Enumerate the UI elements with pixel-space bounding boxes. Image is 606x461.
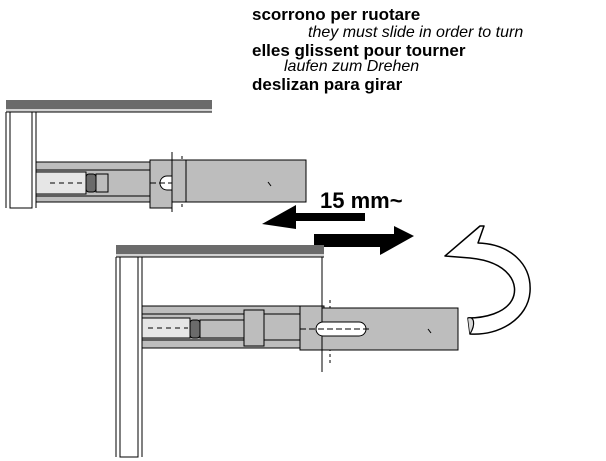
bottom-assembly — [115, 245, 459, 458]
bottom-hinge-plate — [300, 307, 459, 351]
caption-english: they must slide in order to turn — [308, 24, 524, 41]
caption-french: elles glissent pour tourner — [252, 41, 466, 60]
caption-spanish: deslizan para girar — [252, 75, 403, 94]
bottom-cabinet-panel — [115, 245, 324, 458]
rotation-arrow — [444, 225, 531, 335]
multilingual-captions: scorrono per ruotare they must slide in … — [252, 6, 602, 93]
top-assembly — [5, 100, 307, 212]
caption-italian: scorrono per ruotare — [252, 5, 421, 24]
slide-distance-label: 15 mm~ — [320, 188, 403, 213]
caption-german: laufen zum Drehen — [284, 58, 420, 75]
top-hinge-plate — [171, 159, 307, 203]
slide-direction-arrow — [262, 205, 414, 255]
bottom-slide-rail — [141, 298, 331, 372]
